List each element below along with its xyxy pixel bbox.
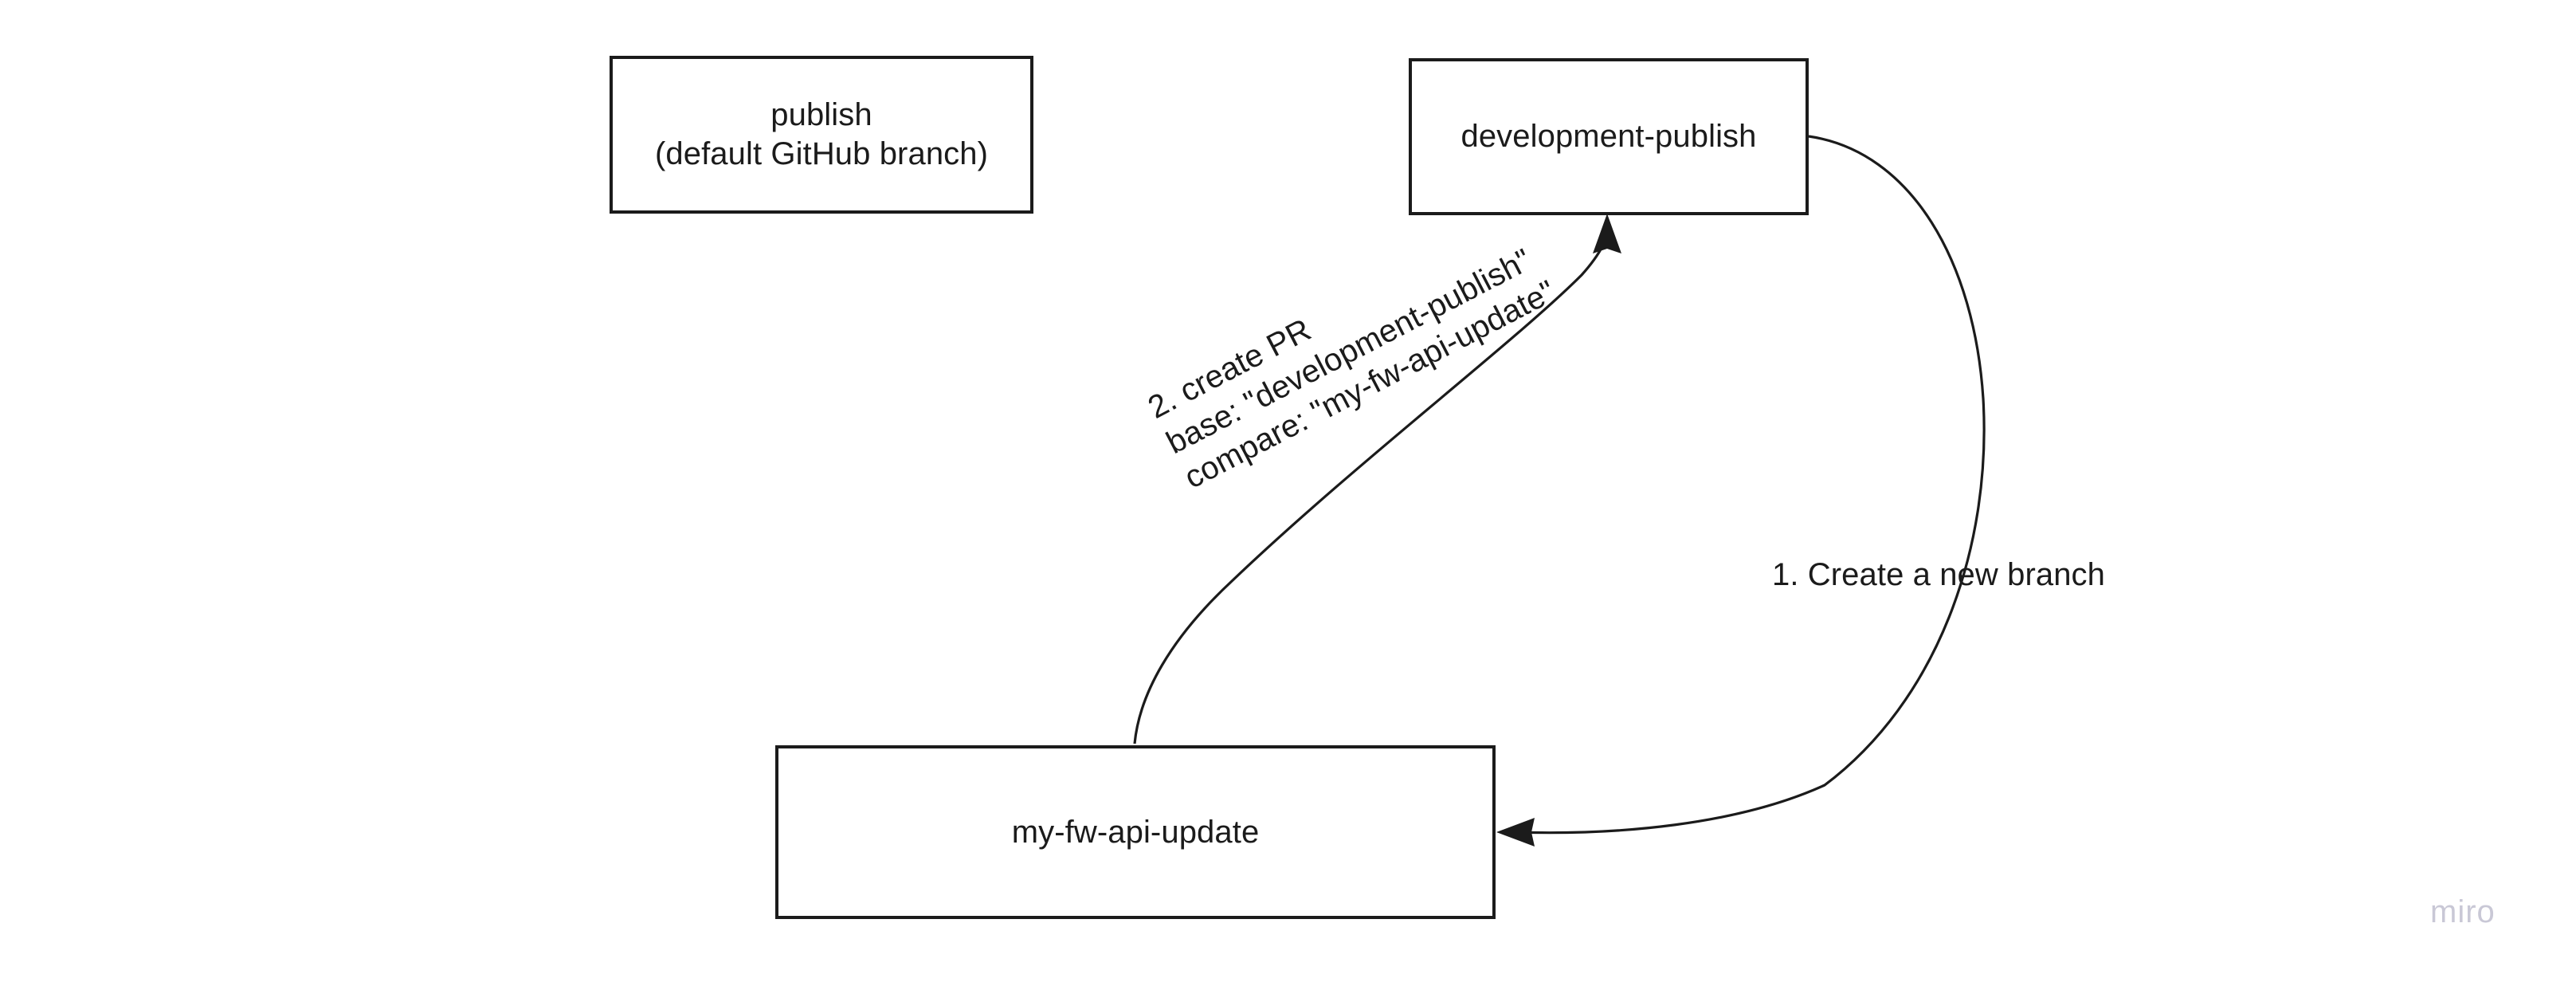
edge-create-branch-path [1513, 135, 1986, 835]
edge-create-branch[interactable] [1496, 135, 1986, 847]
node-my-fw-api-update-label: my-fw-api-update [1011, 814, 1260, 850]
node-development-publish[interactable]: development-publish [1409, 58, 1809, 215]
edge-create-pr-arrowhead [1593, 214, 1621, 253]
edge-create-pr-path [1133, 232, 1609, 744]
miro-watermark: miro [2430, 894, 2496, 929]
node-publish[interactable]: publish (default GitHub branch) [610, 56, 1033, 214]
edge-create-branch-arrowhead [1496, 818, 1535, 847]
node-publish-label: publish (default GitHub branch) [654, 97, 989, 171]
edge-create-pr[interactable] [1133, 214, 1621, 744]
node-development-publish-label: development-publish [1461, 119, 1757, 155]
edge-label-create-branch: 1. Create a new branch [1772, 557, 2106, 592]
node-my-fw-api-update[interactable]: my-fw-api-update [775, 745, 1496, 919]
